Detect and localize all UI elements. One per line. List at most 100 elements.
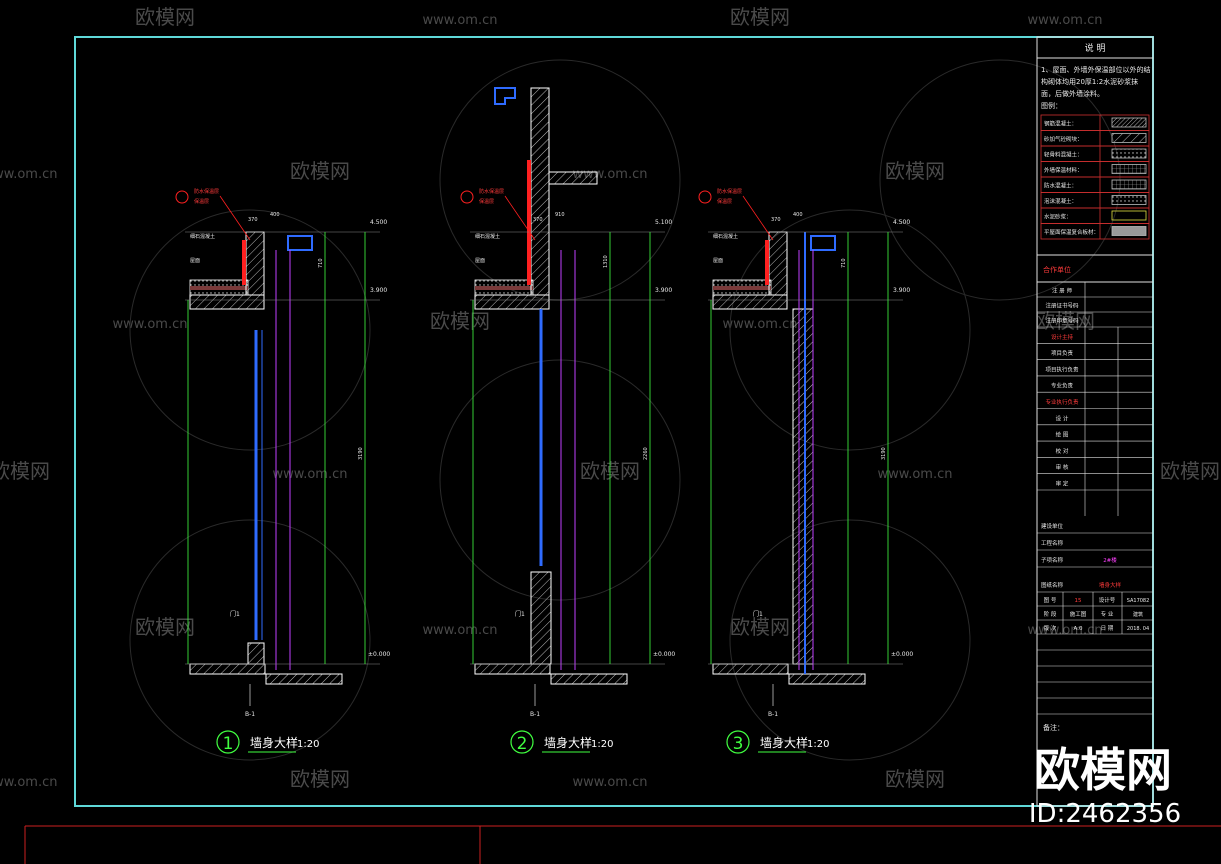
legend-swatch xyxy=(1111,179,1147,190)
section-mark: B-1 xyxy=(245,711,255,718)
title-block-row-label: 注 册 师 xyxy=(1052,287,1072,295)
dim-c: 710 xyxy=(841,258,847,268)
floor-slab-right xyxy=(550,673,628,685)
watermark-ring xyxy=(729,209,971,451)
label-roof: 屋面 xyxy=(713,258,723,264)
elevation-bottom: ±0.000 xyxy=(891,651,913,658)
dim-d: 2260 xyxy=(643,447,649,460)
waterproof-upturn xyxy=(765,240,769,285)
field-value: 施工图 xyxy=(1070,610,1087,618)
field-value: A.0 xyxy=(1074,626,1083,632)
roof-slab xyxy=(712,294,788,310)
canopy-slab xyxy=(548,171,598,185)
title-block-row-label: 专业执行负责 xyxy=(1045,398,1079,406)
dim-b: 400 xyxy=(793,212,803,218)
title-block-row-label: 审 定 xyxy=(1056,480,1069,488)
legend-title: 图例： xyxy=(1041,101,1062,110)
dim-c: 1310 xyxy=(603,255,609,268)
watermark-url: www.om.cn xyxy=(723,317,798,332)
wall-details: 4.500 3.900 ±0.000 370 400 710 3190 防水保温层保温层细石混… xyxy=(175,87,913,754)
label-waterproof: 防水保温层 xyxy=(479,188,504,195)
corner-brand-text: 欧模网 xyxy=(1034,743,1172,797)
legend-swatch xyxy=(1111,164,1147,174)
legend-label: 防水混凝土： xyxy=(1044,182,1077,190)
watermark-brand: 欧模网 xyxy=(1160,459,1220,483)
waterproof-upturn xyxy=(242,240,246,285)
watermark-brand: 欧模网 xyxy=(135,5,195,29)
detail-scale: 1:20 xyxy=(591,739,613,750)
label-insulation: 保温层 xyxy=(717,198,732,205)
watermark-ring xyxy=(729,519,971,761)
watermark-url: www.om.cn xyxy=(573,775,648,790)
watermark-ring xyxy=(439,359,681,601)
corner-brand: 欧模网 ID:2462356 xyxy=(1029,743,1181,829)
elevation-mid: 3.900 xyxy=(893,287,910,294)
dim-b: 400 xyxy=(270,212,280,218)
floor-slab-right xyxy=(265,673,343,685)
title-block-row-label: 设计主持 xyxy=(1051,333,1074,341)
design-unit-label: 合作单位 xyxy=(1043,265,1071,274)
label-concrete: 细石混凝土 xyxy=(190,233,215,240)
legend-swatch xyxy=(1111,117,1147,128)
dim-c: 710 xyxy=(318,258,324,268)
legend-label: 水泥砂浆： xyxy=(1044,213,1072,221)
title-block-row-label: 审 核 xyxy=(1056,463,1069,471)
wall-detail-1: 4.5003.900±0.0003704007103190防水保温层保温层细石混… xyxy=(175,188,390,718)
watermark-url: www.om.cn xyxy=(878,467,953,482)
notes-panel: 说 明 1、屋面、外墙外保温部位以外的结 构砌体均用20厚1:2水泥砂浆抹 面，… xyxy=(1036,36,1154,256)
watermark-brand: 欧模网 xyxy=(430,309,490,333)
elevation-top: 5.100 xyxy=(655,219,672,226)
legend-label: 泡沫混凝土： xyxy=(1044,197,1077,205)
watermark-url: www.om.cn xyxy=(273,467,348,482)
legend-label: 轻骨料混凝土： xyxy=(1044,151,1083,159)
label-roof: 屋面 xyxy=(190,258,200,264)
dim-a: 370 xyxy=(248,217,258,223)
watermark-brand: 欧模网 xyxy=(135,615,195,639)
field-key-2: 专 业 xyxy=(1101,610,1114,618)
field-key-2: 日 期 xyxy=(1101,625,1114,632)
callout-leader xyxy=(219,195,251,241)
elevation-bottom: ±0.000 xyxy=(653,651,675,658)
project-label: 工程名称 xyxy=(1041,539,1064,547)
detail-number: 1 xyxy=(223,734,234,754)
title-block: 合作单位 注 册 师注册证书号码注册印章号码设计主持项目负责项目执行负责专业负责… xyxy=(1036,254,1154,807)
field-key: 阶 段 xyxy=(1044,610,1057,618)
notes-title: 说 明 xyxy=(1085,42,1106,54)
callout-bubble xyxy=(460,190,474,204)
watermark-url: www.om.cn xyxy=(423,623,498,638)
watermark-url: www.om.cn xyxy=(0,167,57,182)
door-label: 门1 xyxy=(753,610,763,618)
watermark-ring xyxy=(129,519,371,761)
notes-line-3: 面，后做外墙涂料。 xyxy=(1041,89,1104,98)
corner-id-text: ID:2462356 xyxy=(1029,799,1181,829)
watermark-ring xyxy=(129,209,371,451)
roof-slab xyxy=(474,294,550,310)
callout-bubble xyxy=(698,190,712,204)
roof-slab xyxy=(189,294,265,310)
title-block-rows: 注 册 师注册证书号码注册印章号码设计主持项目负责项目执行负责专业负责专业执行负… xyxy=(1037,282,1153,516)
legend-swatch xyxy=(1111,133,1147,143)
legend-label: 砂加气砼砌块： xyxy=(1044,135,1083,143)
window-head xyxy=(810,235,836,251)
elevation-top: 4.500 xyxy=(370,219,387,226)
label-waterproof: 防水保温层 xyxy=(717,188,742,195)
field-value: 15 xyxy=(1075,598,1082,604)
parapet-wall xyxy=(768,231,788,296)
field-key: 图 号 xyxy=(1044,596,1057,604)
parapet-wall xyxy=(530,87,550,296)
dim-a: 370 xyxy=(533,217,543,223)
field-value-2: SA17082 xyxy=(1127,598,1150,604)
dim-d: 3190 xyxy=(358,447,364,460)
elevation-mid: 3.900 xyxy=(370,287,387,294)
floor-slab-left xyxy=(189,663,266,675)
detail-number: 3 xyxy=(733,734,744,754)
watermark-url: www.om.cn xyxy=(423,13,498,28)
label-concrete: 细石混凝土 xyxy=(475,233,500,240)
detail-number-circle xyxy=(726,730,750,754)
wall-detail-3: 4.5003.900±0.0003704007103190防水保温层保温层细石混… xyxy=(698,188,913,718)
watermark-url: www.om.cn xyxy=(1028,13,1103,28)
